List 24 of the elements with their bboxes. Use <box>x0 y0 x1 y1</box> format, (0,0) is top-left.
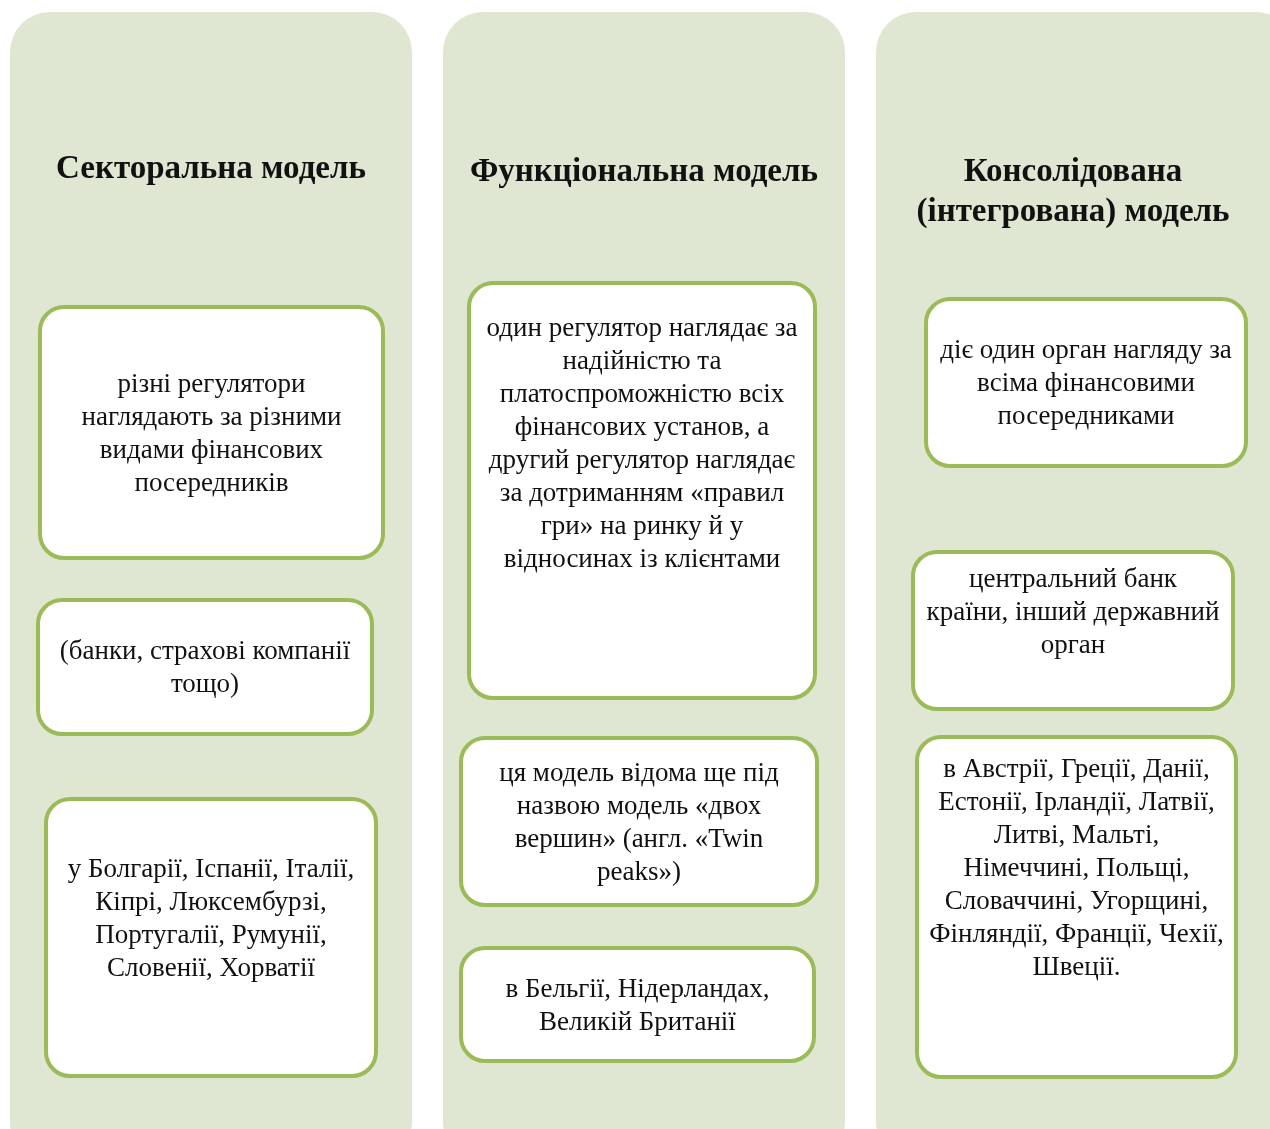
text-box <box>911 550 1235 711</box>
text-box <box>467 281 817 700</box>
box-text: центральний банк країни, інший державний орган <box>925 562 1221 661</box>
box-text: діє один орган нагляду за всіма фінансовими посередниками <box>939 333 1233 432</box>
box-text: в Австрії, Греції, Данії, Естонії, Ірландії, Латвії, Литві, Мальті, Німеччині, Польщі, Словаччині, Угорщині, Фінляндії, Франції, Чехії, Швеції. <box>929 751 1224 983</box>
column-heading: Функціональна модель <box>469 151 819 190</box>
box-text: у Болгарії, Іспанії, Італії, Кіпрі, Люксембурзі, Португалії, Румунії, Словенії, Хорватії <box>66 851 356 984</box>
column-panel <box>443 12 845 1129</box>
box-text: в Бельгії, Нідерландах, Великій Британії <box>504 971 771 1038</box>
column-heading: Консолідована (інтегрована) модель <box>915 151 1231 230</box>
text-box <box>459 946 816 1063</box>
column-heading: Секторальна модель <box>55 148 367 187</box>
text-box <box>459 736 819 907</box>
column-panel <box>10 12 412 1129</box>
text-box <box>924 297 1248 468</box>
box-text: ця модель відома ще під назвою модель «двох вершин» (англ. «Twin peaks») <box>498 755 780 888</box>
text-box <box>44 797 378 1078</box>
column-panel <box>876 12 1270 1129</box>
box-text: (банки, страхові компанії тощо) <box>58 634 352 700</box>
text-box <box>38 305 385 560</box>
text-box <box>36 598 374 736</box>
box-text: різні регулятори наглядають за різними видами фінансових посередників <box>80 366 343 499</box>
text-box <box>915 735 1238 1079</box>
box-text: один регулятор наглядає за надійністю та платоспроможністю всіх фінансових установ, а другий регулятор наглядає за дотриманням «правил гри» на ринку й у відносинах із клієнтами <box>485 311 799 575</box>
